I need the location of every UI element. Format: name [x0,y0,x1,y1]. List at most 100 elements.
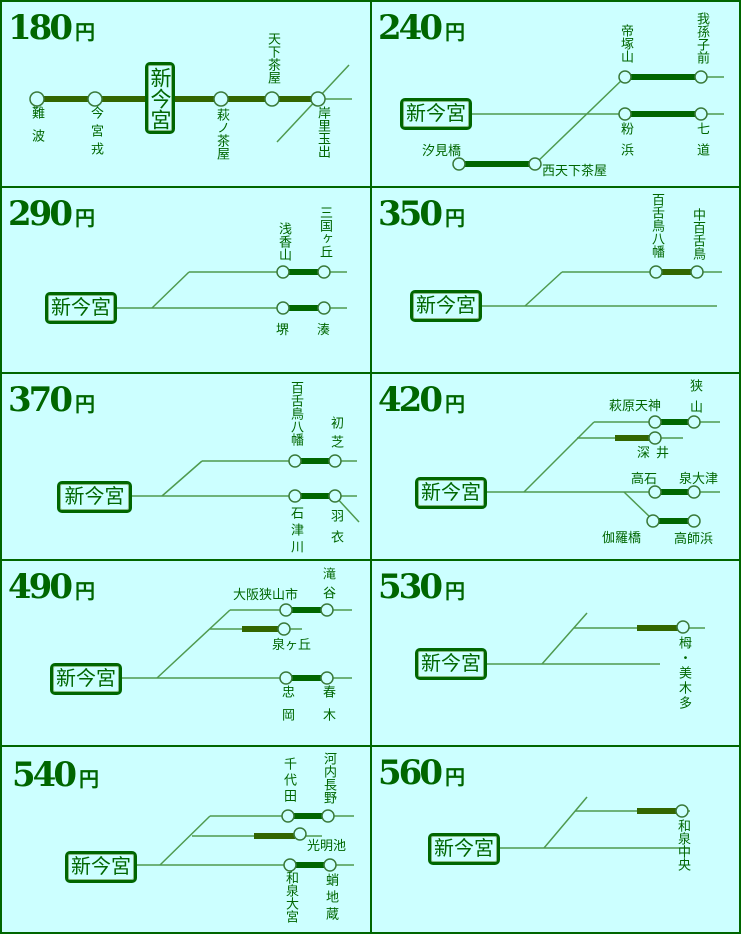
station-marker [288,454,302,468]
station-label: 中百舌鳥 [690,208,705,260]
station-label: 今宮戎 [88,106,103,160]
station-marker [283,858,297,872]
route-line [151,271,190,309]
route-line [543,796,588,849]
station-marker [276,301,290,315]
station-label: 伽羅橋 [602,531,642,546]
station-label: 忠岡 [279,685,294,731]
station-marker [87,91,103,107]
route-lines [487,415,720,528]
station-label: 粉浜 [618,122,633,164]
route-lines [29,64,352,143]
station-marker [323,858,337,872]
station-marker [690,265,704,279]
station-marker [276,265,290,279]
station-label: 百舌鳥八幡 [649,193,664,258]
origin-station: 新今宮 [45,292,117,324]
station-marker [675,804,689,818]
station-marker [264,91,280,107]
station-marker [687,485,701,499]
station-marker [452,157,466,171]
station-label: 汐見橋 [422,144,462,159]
station-marker [310,91,326,107]
route-line [161,460,203,497]
station-label: 春木 [320,685,335,731]
station-marker [279,671,293,685]
station-label: 七道 [694,122,709,164]
station-label: 羽衣 [328,509,343,551]
origin-station: 新今宮 [57,481,132,513]
station-label: 我孫子前 [694,12,709,64]
origin-station: 新今宮 [410,290,482,322]
route-lines [132,454,360,523]
station-label: 蛸地蔵 [323,873,338,924]
station-label: 石津川 [288,506,303,557]
station-label: 泉ヶ丘 [272,638,312,653]
station-marker [648,431,662,445]
station-label: 岸里玉出 [315,106,330,158]
origin-station: 新今宮 [65,851,137,883]
station-marker [29,91,45,107]
origin-station: 新今宮 [400,98,472,130]
station-label: 千代田 [281,757,296,805]
station-label: 和泉大宮 [283,871,298,923]
station-label: 堺 [276,323,290,338]
route-line [541,612,588,665]
station-label: 高師浜 [674,532,714,547]
station-label: 滝谷 [320,567,335,605]
station-marker [649,265,663,279]
route-lines [452,70,724,171]
station-marker [320,603,334,617]
origin-station: 新今宮 [145,62,175,134]
route-line [159,815,211,866]
station-label: 難波 [29,106,44,152]
route-line [156,609,231,679]
station-label: 西天下茶屋 [542,164,608,179]
station-marker [694,107,708,121]
station-marker [288,489,302,503]
station-label: 浅香山 [276,222,291,261]
origin-station: 新今宮 [415,648,487,680]
route-lines [122,603,352,685]
route-lines [482,265,722,307]
station-label: 萩原天神 [609,399,662,414]
station-label: 深井 [637,446,676,461]
route-lines [137,809,354,872]
station-marker [618,107,632,121]
station-label: 大阪狭山市 [233,588,299,603]
station-marker [279,603,293,617]
station-marker [687,415,701,429]
station-marker [281,809,295,823]
station-label: 光明池 [307,839,347,854]
station-label: 狭山 [687,379,702,421]
station-label: 高石 [631,472,658,487]
route-lines [487,612,705,665]
station-marker [277,622,291,636]
station-marker [694,70,708,84]
origin-station: 新今宮 [50,663,122,695]
station-marker [676,620,690,634]
station-marker [328,489,342,503]
station-marker [618,70,632,84]
station-marker [320,671,334,685]
station-marker [213,91,229,107]
station-marker [528,157,542,171]
station-label: 栂・美木多 [676,636,691,711]
route-lines [500,796,690,849]
station-label: 湊 [317,323,331,338]
